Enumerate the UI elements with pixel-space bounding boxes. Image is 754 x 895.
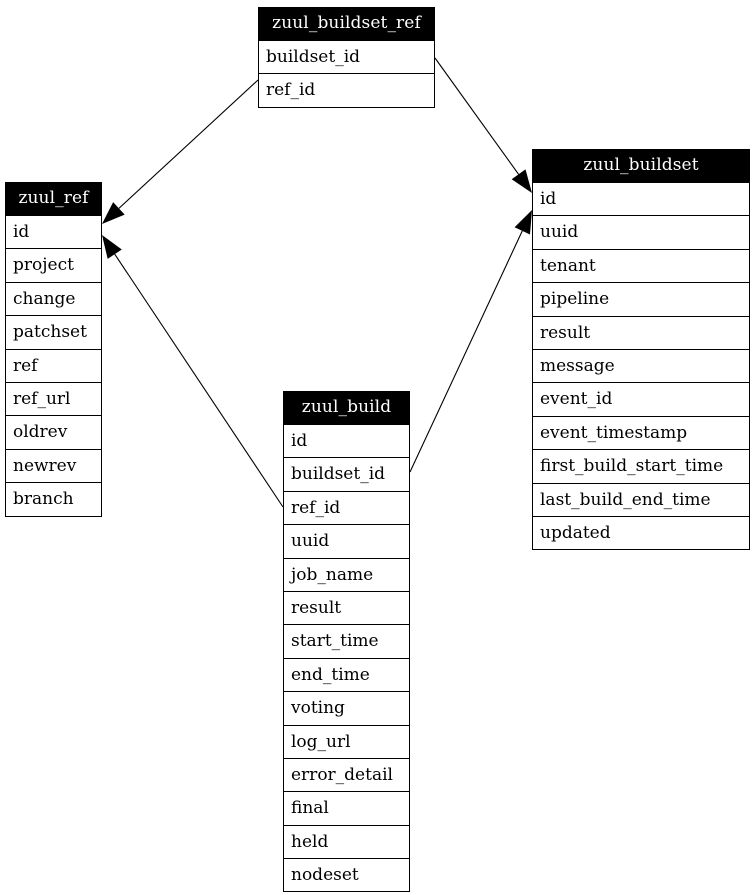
field-oldrev[interactable]: oldrev: [6, 415, 101, 449]
field-change[interactable]: change: [6, 281, 101, 316]
entity-title-zuul-build: zuul_build: [284, 392, 409, 424]
field-final[interactable]: final: [284, 791, 409, 825]
field-end-time[interactable]: end_time: [284, 657, 409, 692]
relationship-arrowhead-icon: [102, 202, 125, 224]
field-id[interactable]: id: [284, 424, 409, 458]
field-branch[interactable]: branch: [6, 482, 101, 516]
field-event-timestamp[interactable]: event_timestamp: [533, 415, 749, 450]
relationship-arrowhead-icon: [511, 169, 532, 193]
field-ref-url[interactable]: ref_url: [6, 381, 101, 416]
entity-zuul-build[interactable]: zuul_build id buildset_id ref_id uuid jo…: [283, 391, 410, 893]
field-ref-id[interactable]: ref_id: [259, 73, 434, 107]
entity-zuul-buildset[interactable]: zuul_buildset id uuid tenant pipeline re…: [532, 149, 750, 551]
field-buildset-id[interactable]: buildset_id: [259, 40, 434, 74]
relationship-buildset_ref-buildset_id-to-zuul_buildset-id: [434, 57, 532, 193]
relationship-arrowhead-icon: [102, 235, 122, 259]
field-start-time[interactable]: start_time: [284, 624, 409, 658]
field-first-build-start-time[interactable]: first_build_start_time: [533, 449, 749, 483]
field-id[interactable]: id: [6, 215, 101, 249]
field-voting[interactable]: voting: [284, 691, 409, 725]
relationship-buildset_ref-ref_id-to-zuul_ref-id: [102, 79, 259, 224]
field-held[interactable]: held: [284, 824, 409, 859]
relationship-build-ref_id-to-zuul_ref-id: [102, 235, 284, 508]
relationship-line: [409, 230, 523, 473]
field-event-id[interactable]: event_id: [533, 382, 749, 416]
field-pipeline[interactable]: pipeline: [533, 282, 749, 316]
field-log-url[interactable]: log_url: [284, 724, 409, 758]
field-message[interactable]: message: [533, 348, 749, 383]
field-updated[interactable]: updated: [533, 515, 749, 550]
field-job-name[interactable]: job_name: [284, 557, 409, 591]
relationship-arrowhead-icon: [514, 210, 532, 235]
field-newrev[interactable]: newrev: [6, 448, 101, 483]
field-buildset-id[interactable]: buildset_id: [284, 457, 409, 491]
field-project[interactable]: project: [6, 248, 101, 282]
relationship-line: [114, 253, 284, 508]
entity-title-zuul-buildset-ref: zuul_buildset_ref: [259, 8, 434, 40]
relationship-line: [434, 57, 520, 175]
relationship-build-buildset_id-to-zuul_buildset-id: [409, 210, 532, 473]
field-result[interactable]: result: [284, 590, 409, 625]
field-uuid[interactable]: uuid: [533, 215, 749, 249]
field-error-detail[interactable]: error_detail: [284, 757, 409, 792]
entity-title-zuul-buildset: zuul_buildset: [533, 150, 749, 182]
entity-title-zuul-ref: zuul_ref: [6, 183, 101, 215]
entity-zuul-buildset-ref[interactable]: zuul_buildset_ref buildset_id ref_id: [258, 7, 435, 108]
field-tenant[interactable]: tenant: [533, 248, 749, 283]
field-ref-id[interactable]: ref_id: [284, 490, 409, 525]
field-patchset[interactable]: patchset: [6, 315, 101, 349]
field-result[interactable]: result: [533, 315, 749, 349]
relationship-line: [118, 79, 259, 209]
field-last-build-end-time[interactable]: last_build_end_time: [533, 482, 749, 516]
field-nodeset[interactable]: nodeset: [284, 858, 409, 892]
field-uuid[interactable]: uuid: [284, 524, 409, 558]
field-ref[interactable]: ref: [6, 348, 101, 382]
entity-zuul-ref[interactable]: zuul_ref id project change patchset ref …: [5, 182, 102, 517]
field-id[interactable]: id: [533, 182, 749, 216]
